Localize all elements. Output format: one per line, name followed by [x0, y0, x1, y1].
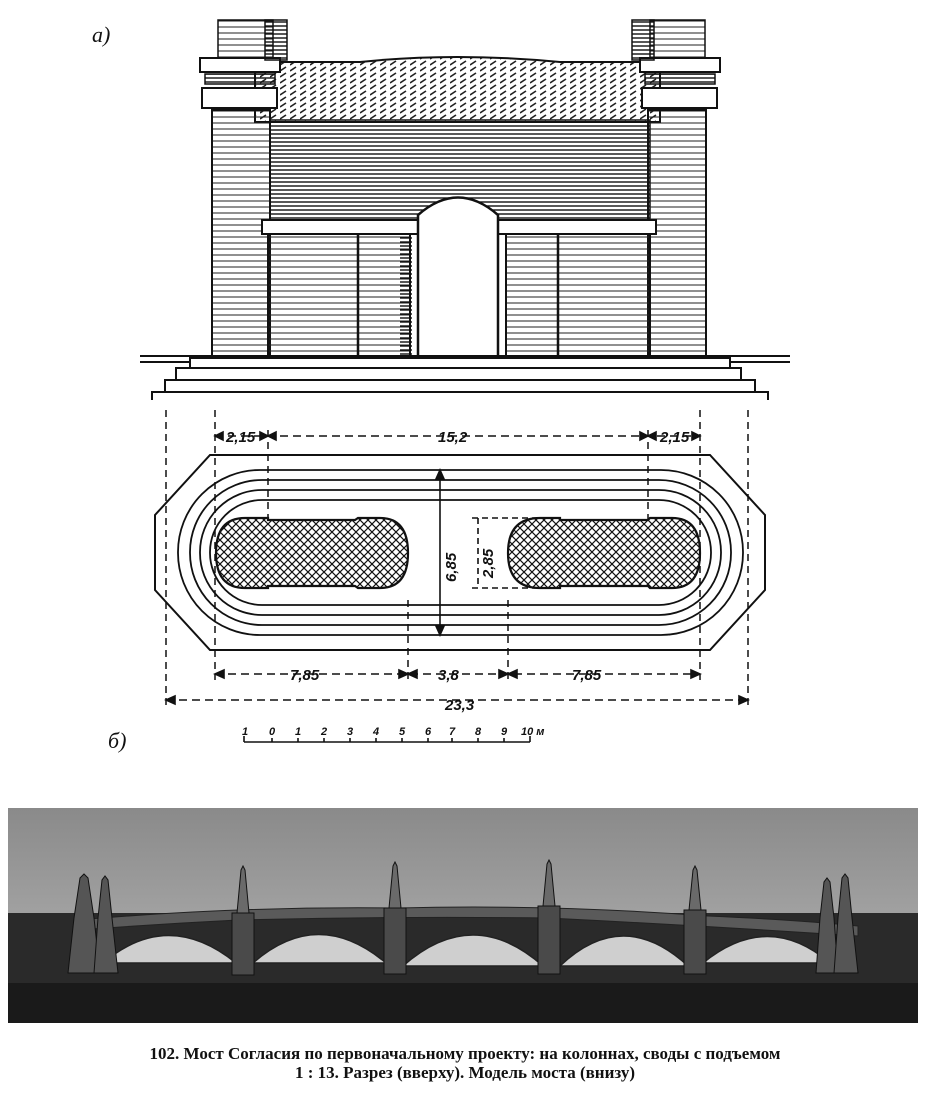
- caption-line-2: 1 : 13. Разрез (вверху). Модель моста (в…: [294, 1063, 636, 1082]
- arch-opening: [416, 196, 500, 360]
- scale-label: 7: [449, 726, 456, 738]
- foundation-steps: [140, 355, 790, 400]
- label-a: а): [92, 22, 111, 47]
- bridge-piers: [231, 905, 707, 976]
- plan-drawing: 2,15 15,2 2,15 6,85 2,85: [154, 410, 766, 743]
- scale-label: 2: [320, 726, 327, 738]
- plan-outline: [154, 454, 766, 651]
- elevation-drawing: [140, 19, 790, 400]
- bridge-obelisks: [236, 858, 702, 914]
- figure-caption: 102. Мост Согласия по первоначальному пр…: [40, 1044, 890, 1082]
- caption-line-1: 102. Мост Согласия по первоначальному пр…: [149, 1044, 781, 1063]
- scale-label: 1: [242, 726, 248, 738]
- dim-top: [213, 430, 702, 442]
- bridge-arches: [100, 933, 833, 967]
- dim-label-9: 23,3: [444, 697, 475, 714]
- scale-bar: [243, 736, 531, 743]
- dim-vertical-1: [434, 468, 446, 637]
- parapet-mass: [254, 56, 661, 123]
- scale-label: 4: [372, 726, 379, 738]
- label-b: б): [108, 728, 127, 753]
- left-pier-plan: [214, 516, 410, 590]
- dim-label-8: 7,85: [572, 667, 602, 684]
- scale-label: 8: [475, 726, 482, 738]
- dim-label-7: 3,8: [438, 667, 460, 684]
- dim-label-1: 2,15: [225, 429, 256, 446]
- scale-label: 5: [399, 726, 406, 738]
- bridge-end-towers: [67, 873, 859, 974]
- left-pier: [261, 219, 419, 359]
- dim-label-5: 2,85: [480, 548, 497, 579]
- right-pier: [497, 219, 657, 359]
- dim-label-6: 7,85: [290, 667, 320, 684]
- dim-lower: [213, 668, 702, 680]
- right-pier-plan: [506, 516, 702, 590]
- bridge-model-photo: [8, 808, 918, 1023]
- left-tower: [199, 19, 288, 359]
- dim-label-2: 15,2: [438, 429, 468, 446]
- plan-rings: [177, 469, 744, 636]
- scale-label: 9: [501, 726, 508, 738]
- scale-label: 0: [269, 726, 276, 738]
- scale-label: 1: [295, 726, 301, 738]
- scale-label: 10 м: [521, 726, 544, 738]
- dim-label-4: 6,85: [443, 552, 460, 582]
- scale-label: 6: [425, 726, 432, 738]
- right-tower: [631, 19, 721, 359]
- dim-vertical-2: [472, 517, 540, 589]
- dim-overall: [164, 694, 750, 706]
- dim-label-3: 2,15: [659, 429, 690, 446]
- scale-label: 3: [347, 726, 353, 738]
- scale-labels: 1 0 1 2 3 4 5 6 7 8 9 10 м: [242, 726, 544, 738]
